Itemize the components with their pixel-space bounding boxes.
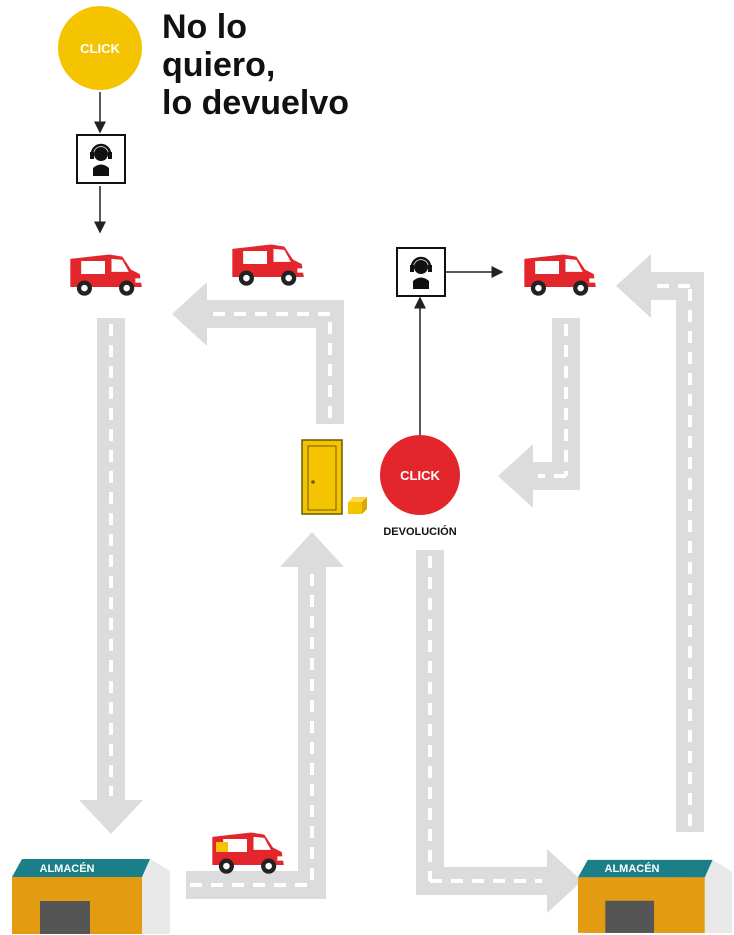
road-network (79, 254, 704, 913)
click-button-return[interactable]: CLICK (380, 435, 460, 515)
agent-headset-icon (76, 134, 126, 184)
warehouse-icon-left: ALMACÉN (12, 859, 170, 934)
road-left-vertical (79, 318, 143, 834)
road-van-to-return (498, 318, 580, 508)
road-door-to-van (172, 282, 344, 424)
return-label: DEVOLUCIÓN (383, 525, 456, 538)
click-button-order-label: CLICK (80, 41, 120, 56)
agent-headset-icon-return (396, 247, 446, 297)
road-warehouse-to-van (616, 254, 704, 832)
delivery-van-icon-right (524, 254, 596, 296)
title-line-1: No lo (162, 8, 247, 46)
package-icon-in-van (216, 842, 228, 852)
click-button-return-label: CLICK (400, 468, 440, 483)
warehouse-right-label: ALMACÉN (605, 862, 660, 875)
warehouse-icon-right: ALMACÉN (578, 859, 733, 933)
road-warehouse-to-door (186, 532, 344, 899)
road-return-to-warehouse (416, 550, 582, 913)
warehouse-left-label: ALMACÉN (40, 862, 95, 875)
title-line-3: lo devuelvo (162, 84, 350, 122)
door-icon (301, 439, 343, 515)
delivery-van-icon-left (70, 254, 142, 296)
delivery-van-icon-bottom (212, 832, 284, 874)
package-icon (348, 497, 367, 514)
title-line-2: quiero, (162, 46, 276, 84)
click-button-order[interactable]: CLICK (58, 6, 142, 90)
delivery-van-icon-top (232, 244, 304, 286)
flow-connectors (94, 92, 504, 438)
